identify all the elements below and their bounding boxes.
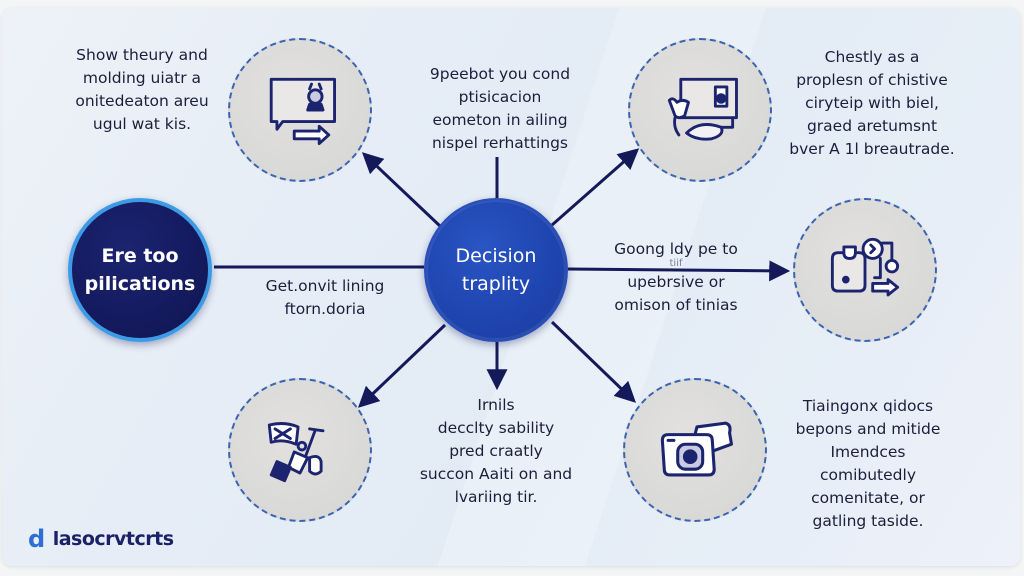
satellite-right[interactable]: [793, 198, 937, 342]
arrow-to-top-left: [361, 152, 442, 228]
brand-mark-icon: d: [28, 525, 45, 553]
arrow-to-bottom-left: [357, 323, 447, 408]
source-node[interactable]: Ere too pilications: [68, 198, 212, 342]
center-node-line-2: traplity: [461, 273, 531, 295]
brand-logo: d lasocrvtcrts: [28, 527, 174, 551]
center-node-line-1: Decision: [455, 245, 537, 267]
device-clock-arrow-icon: [830, 237, 900, 297]
source-node-line-2: pilications: [84, 273, 196, 295]
top-branch-description: 9peebot you cond ptisicacion eometon in …: [429, 65, 571, 152]
bottom-right-description: Tiaingonx qidocs bepons and mitide Imend…: [795, 397, 941, 530]
bottom-branch-description: Irnils decclty sability pred craatly suc…: [419, 396, 573, 506]
monitor-plant-icon: [667, 77, 738, 141]
brand-name: lasocrvtcrts: [52, 528, 174, 550]
top-left-description: Show theury and molding uiatr a onitedea…: [75, 46, 209, 133]
center-node[interactable]: Decision traplity: [424, 198, 568, 342]
top-right-description: Chestly as a proplesn of chistive ciryte…: [789, 48, 955, 158]
satellite-top-left[interactable]: [228, 38, 372, 182]
satellite-bottom-left[interactable]: [228, 378, 372, 522]
source-node-line-1: Ere too: [101, 245, 179, 267]
camera-icon: [660, 421, 734, 477]
source-link-label: Get.onvit lining ftorn.doria: [265, 277, 385, 318]
flag-hand-tool-icon: [267, 422, 325, 483]
monitor-robot-icon: [269, 77, 336, 146]
arrow-to-right: [567, 260, 791, 282]
right-branch-description: Goong ldy pe to tiif upebrsive or omison…: [614, 240, 738, 314]
arrow-to-bottom-right: [550, 320, 637, 403]
arrow-to-top-right: [551, 148, 640, 227]
satellite-bottom-right[interactable]: [623, 378, 767, 522]
satellite-top-right[interactable]: [628, 38, 772, 182]
